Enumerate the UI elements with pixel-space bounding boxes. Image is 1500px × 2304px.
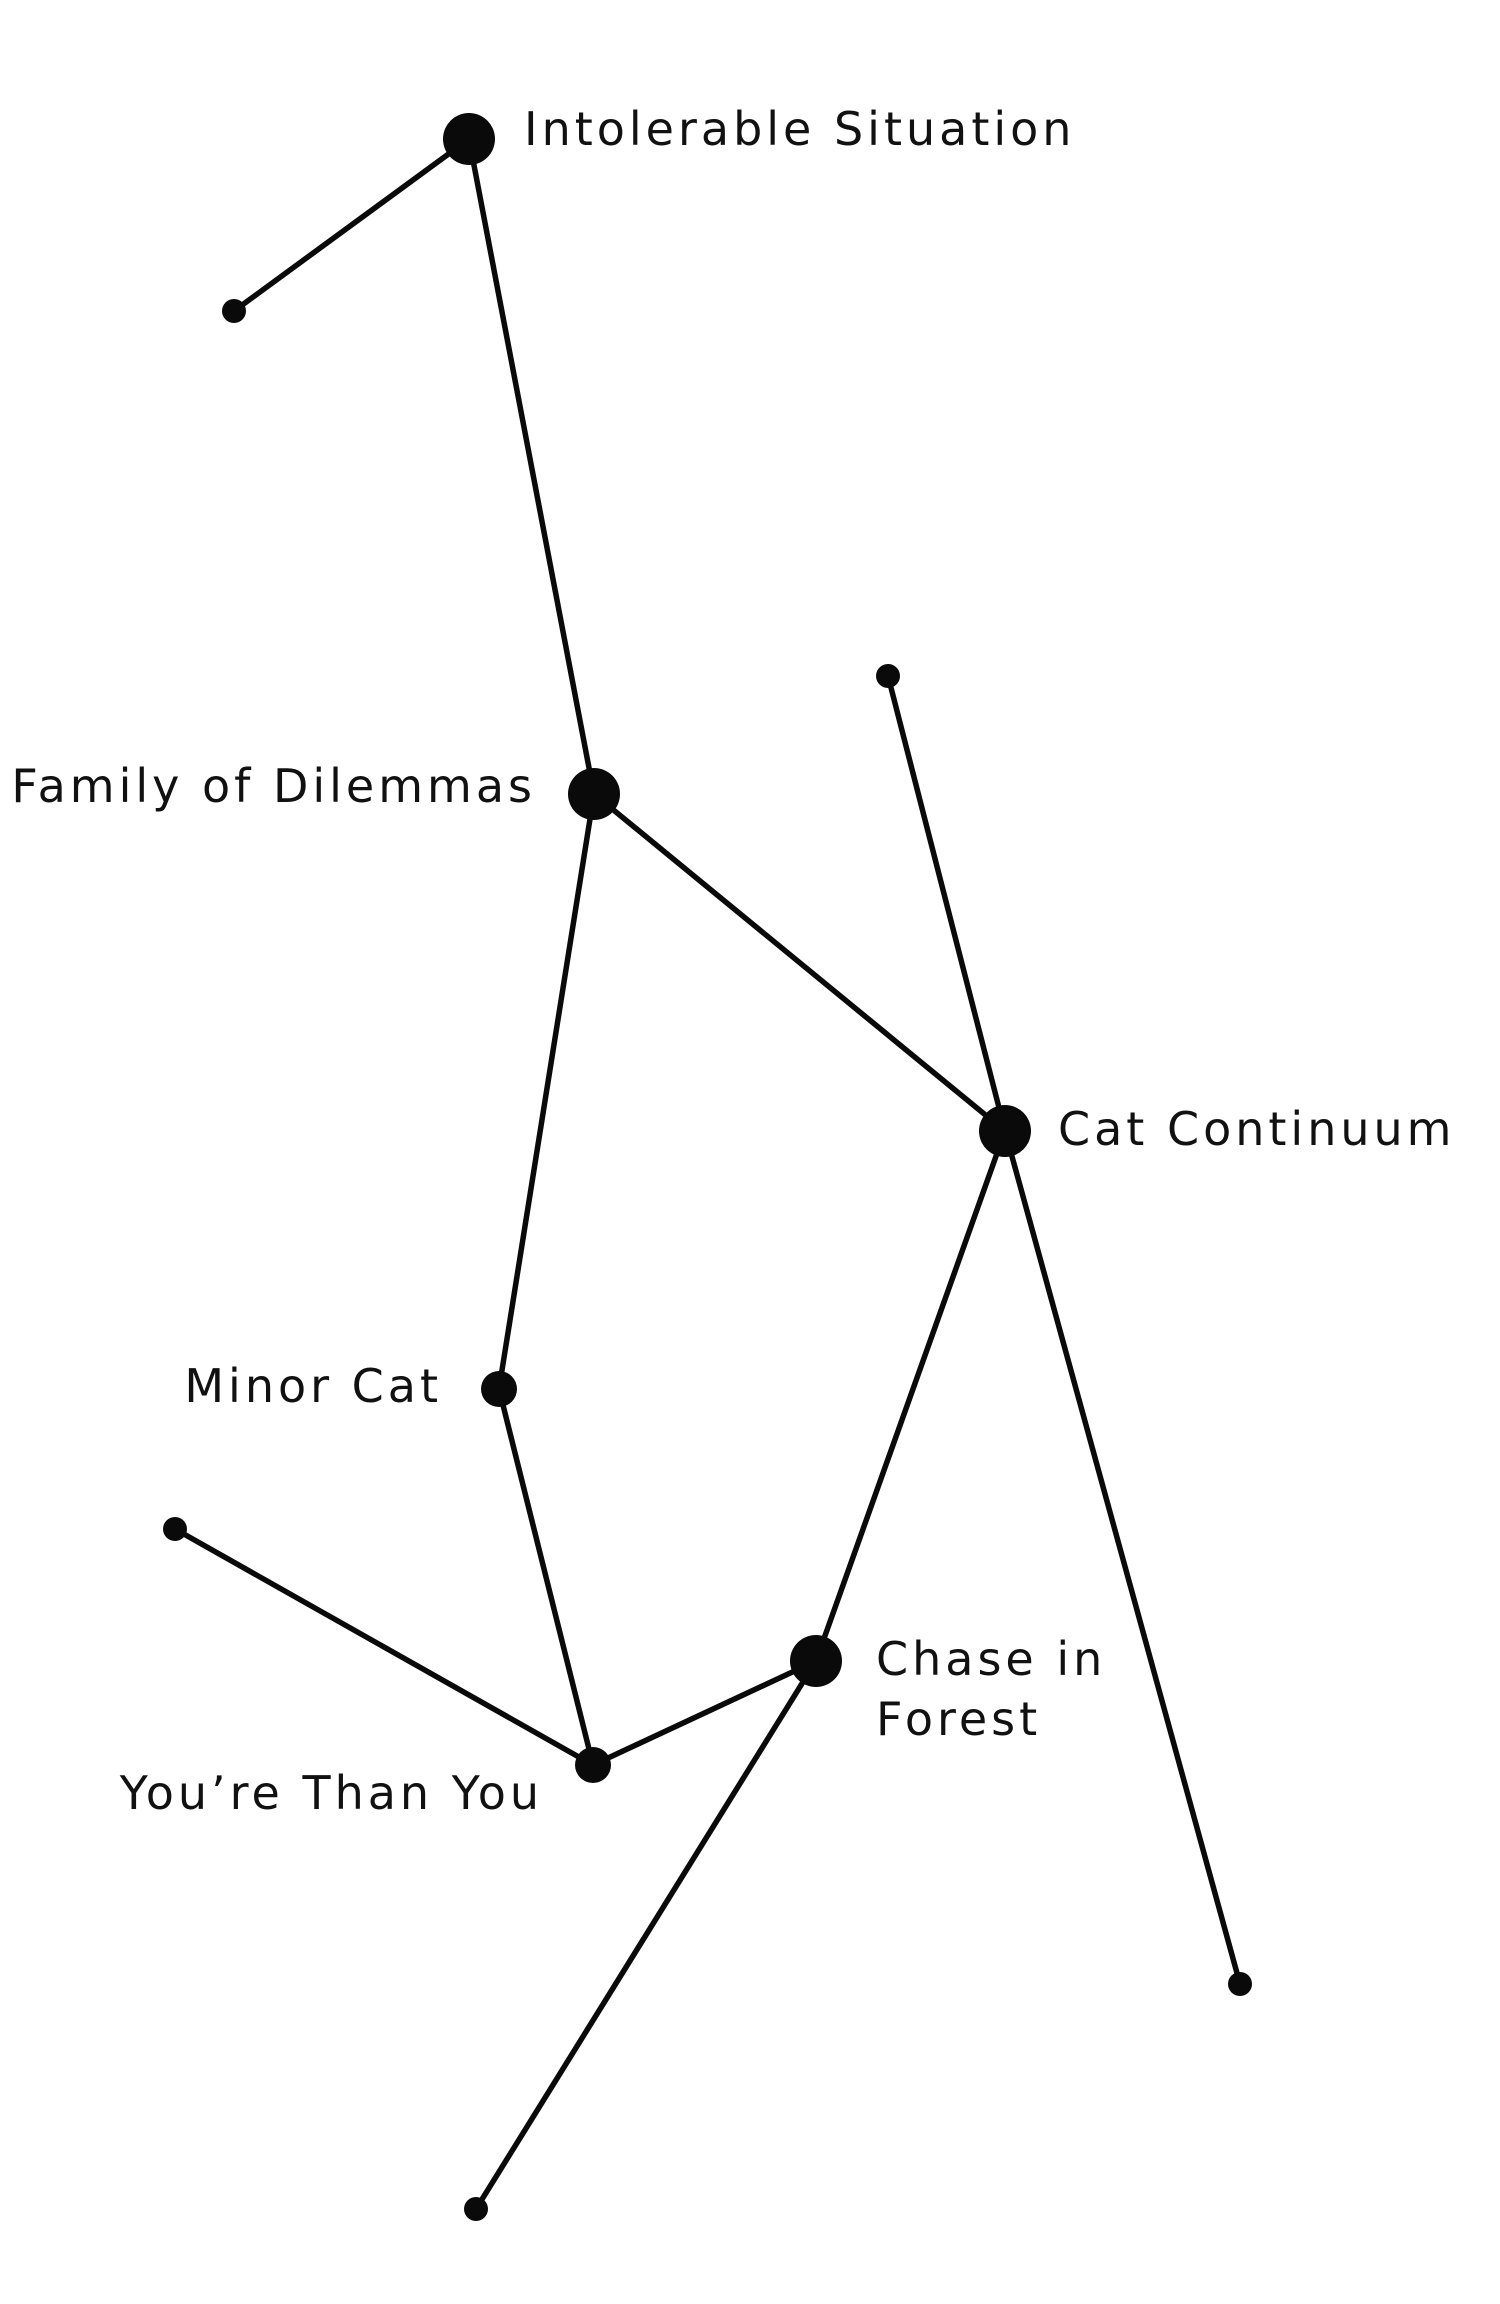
node-chase-in-forest	[790, 1635, 842, 1687]
edges	[172, 136, 1243, 2212]
node-minor-cat	[481, 1371, 517, 1407]
edge-end-b-catcont	[885, 673, 1008, 1134]
label-cat-continuum: Cat Continuum	[1058, 1102, 1455, 1156]
node-family-of-dilemmas	[568, 768, 620, 820]
edge-end-d-youre	[172, 1526, 596, 1768]
label-minor-cat: Minor Cat	[184, 1359, 442, 1413]
labels: Intolerable Situation Family of Dilemmas…	[11, 102, 1455, 1820]
edge-chase-end-e	[473, 1658, 819, 2212]
edge-minorcat-youre	[496, 1386, 596, 1768]
node-youre-than-you	[575, 1747, 611, 1783]
label-chase-in-forest-line-2: Forest	[876, 1692, 1041, 1746]
edge-family-minorcat	[496, 791, 597, 1392]
node-end-b	[876, 664, 900, 688]
node-end-e	[464, 2197, 488, 2221]
edge-youre-chase	[590, 1658, 819, 1768]
nodes	[163, 113, 1252, 2221]
label-youre-than-you: You’re Than You	[119, 1766, 543, 1820]
node-cat-continuum	[979, 1105, 1031, 1157]
label-intolerable-situation: Intolerable Situation	[524, 102, 1075, 156]
edge-family-catcont	[591, 791, 1008, 1134]
edge-end-a-intolerable	[231, 136, 472, 314]
node-end-a	[222, 299, 246, 323]
node-end-c	[1228, 1972, 1252, 1996]
edge-catcont-end-c	[1002, 1128, 1243, 1987]
node-end-d	[163, 1517, 187, 1541]
edge-catcont-chase	[813, 1128, 1008, 1664]
label-family-of-dilemmas: Family of Dilemmas	[11, 759, 536, 813]
label-chase-in-forest-line-1: Chase in	[876, 1632, 1106, 1686]
node-intolerable-situation	[443, 113, 495, 165]
edge-intolerable-family	[466, 136, 597, 797]
